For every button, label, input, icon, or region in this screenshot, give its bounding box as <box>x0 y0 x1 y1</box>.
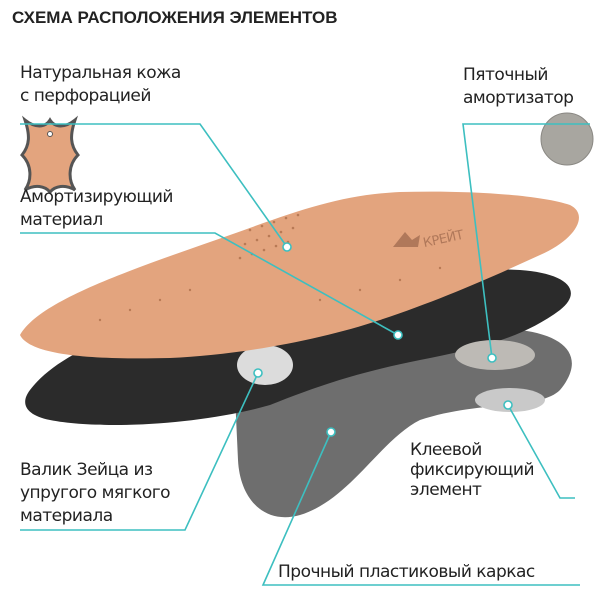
label-leather: Натуральная кожа с перфорацией <box>20 62 181 108</box>
page-title: СХЕМА РАСПОЛОЖЕНИЯ ЭЛЕМЕНТОВ <box>12 8 338 27</box>
brand-logo <box>393 232 420 247</box>
label-line: упругого мягкого <box>20 483 171 503</box>
label-line: фиксирующий <box>410 460 535 480</box>
metatarsal-pad <box>237 345 293 385</box>
label-line: Амортизирующий <box>20 187 173 207</box>
label-glue: Клеевой фиксирующий элемент <box>410 440 535 500</box>
heel-absorber-sample <box>540 112 594 166</box>
label-line: Клеевой <box>410 440 482 460</box>
leather-icon <box>19 115 81 195</box>
label-line: Пяточный <box>463 65 548 85</box>
label-cushion: Амортизирующий материал <box>20 186 173 232</box>
cushion-layer <box>25 269 571 425</box>
glue-element <box>475 388 545 412</box>
leader-lines <box>20 123 590 586</box>
label-frame: Прочный пластиковый каркас <box>278 561 535 584</box>
leader-markers <box>253 242 513 437</box>
label-heel: Пяточный амортизатор <box>463 64 574 110</box>
label-line: Прочный пластиковый каркас <box>278 562 535 582</box>
label-line: Валик Зейца из <box>20 460 153 480</box>
label-pad: Валик Зейца из упругого мягкого материал… <box>20 459 171 528</box>
leather-top <box>20 191 579 359</box>
label-line: Натуральная кожа <box>20 63 181 83</box>
label-line: материала <box>20 506 113 526</box>
label-line: элемент <box>410 480 482 500</box>
perforation <box>98 213 442 322</box>
label-line: амортизатор <box>463 88 574 108</box>
label-line: материал <box>20 210 103 230</box>
label-line: с перфорацией <box>20 86 151 106</box>
